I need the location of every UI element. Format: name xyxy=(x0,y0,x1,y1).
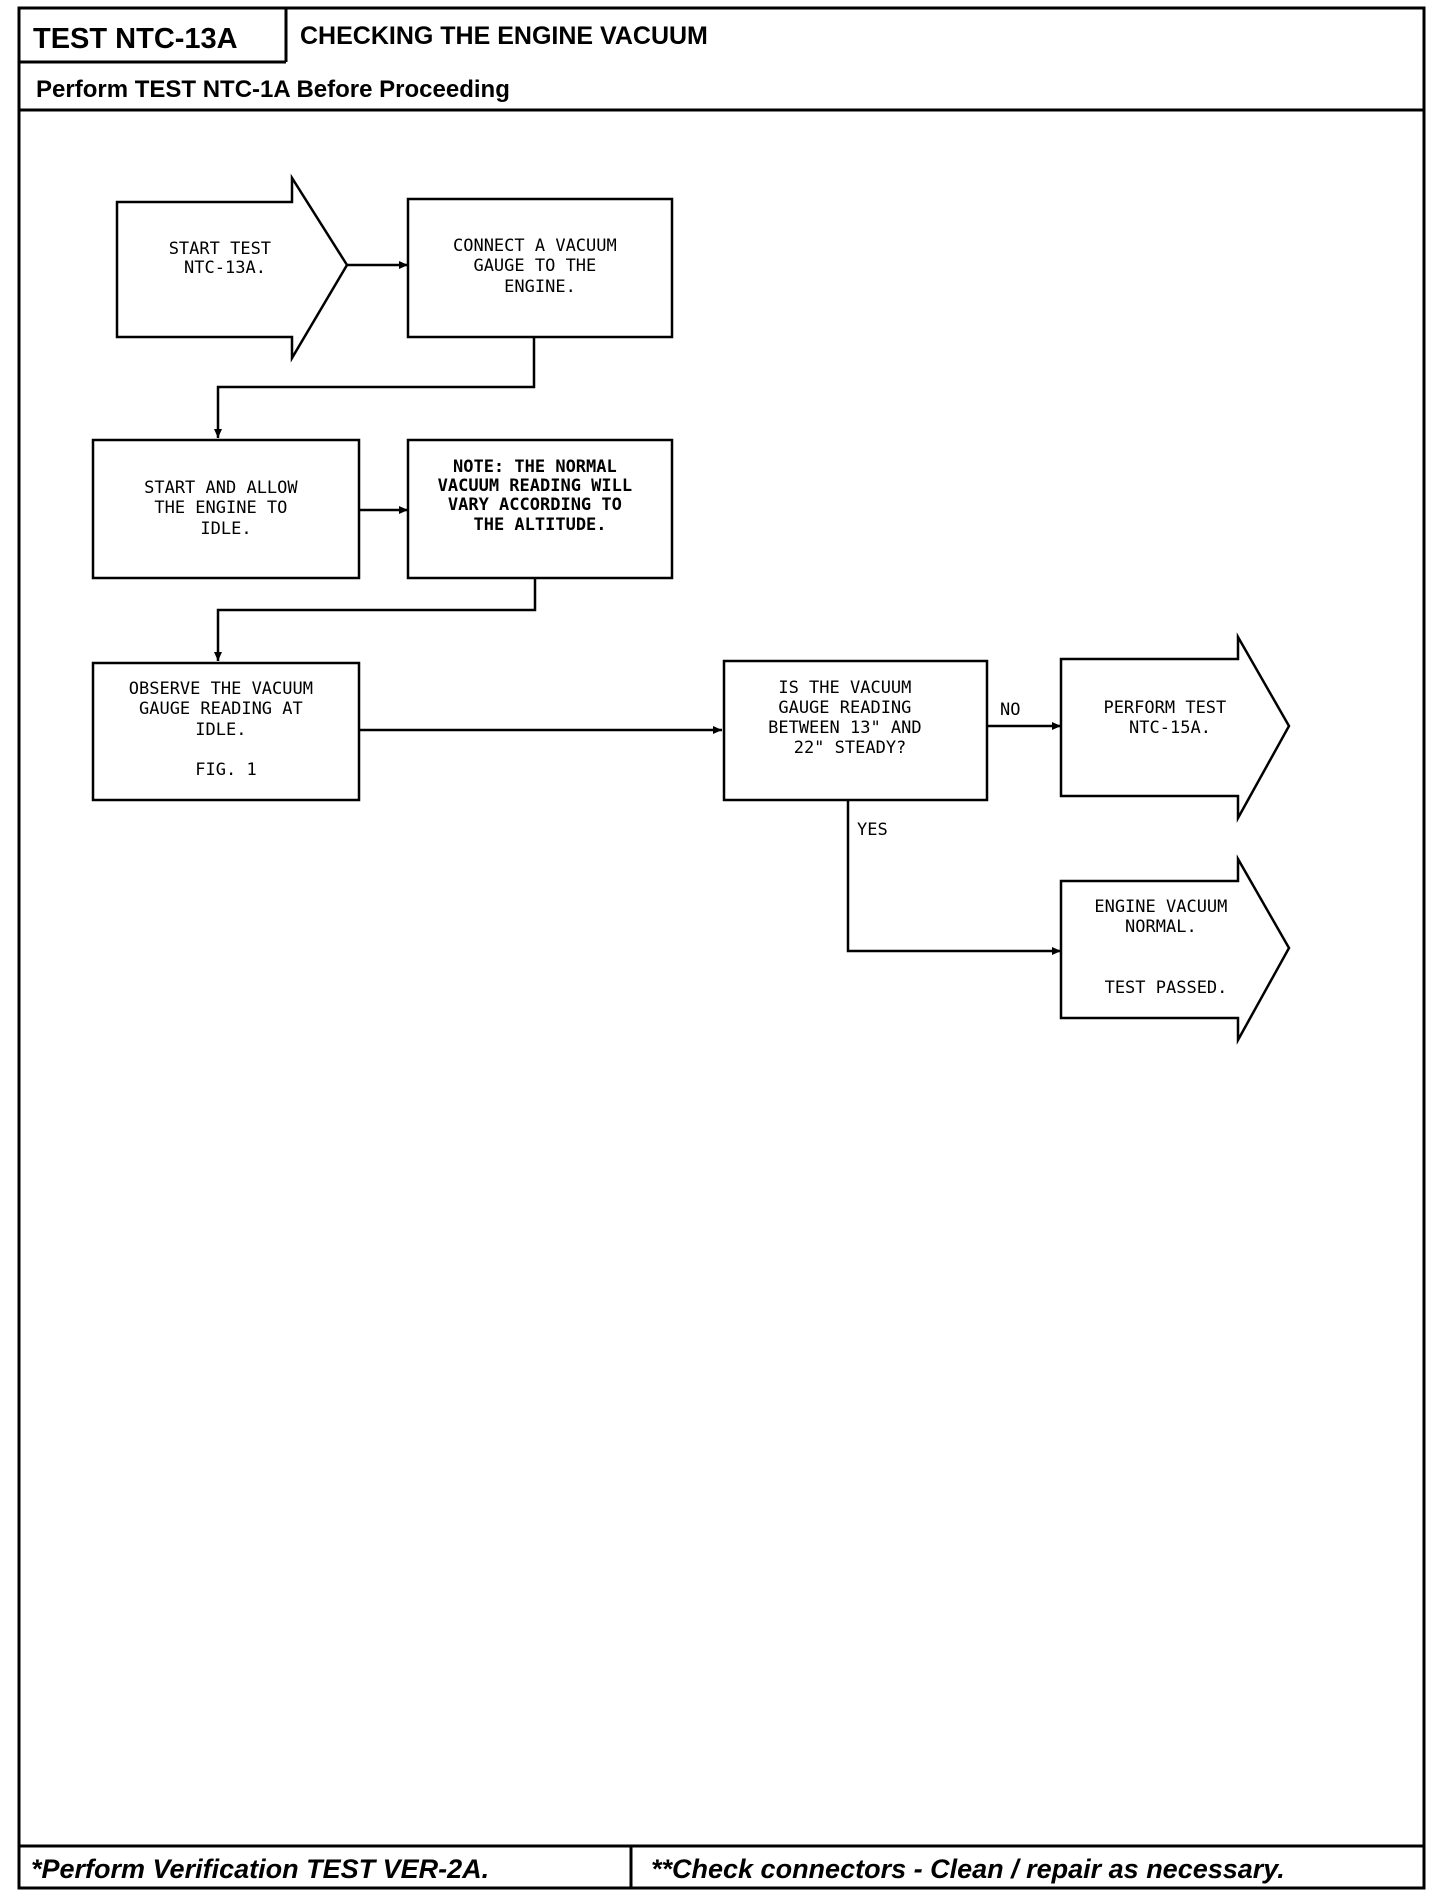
idle-box xyxy=(91,438,361,580)
idle-line-2: THE ENGINE TO xyxy=(154,498,287,518)
vacuum-question-node: IS THE VACUUM GAUGE READING BETWEEN 13" … xyxy=(722,659,989,802)
observe-line-1: OBSERVE THE VACUUM xyxy=(129,679,313,699)
note-line-3: VARY ACCORDING TO xyxy=(448,495,622,515)
test-id: TEST NTC-13A xyxy=(33,23,238,55)
observe-line-3: IDLE. xyxy=(195,720,246,740)
svg-text:START TEST NTC-13A.: START TEST NTC-13A. xyxy=(169,239,282,278)
connect-line-1: CONNECT A VACUUM xyxy=(453,236,617,256)
edge-question-normal xyxy=(846,800,1061,955)
question-line-2: GAUGE READING xyxy=(778,698,911,718)
edge-label-yes: YES xyxy=(857,820,888,840)
edge-note-observe xyxy=(214,578,537,661)
altitude-note-node: NOTE: THE NORMAL VACUUM READING WILL VAR… xyxy=(406,438,674,580)
footer: *Perform Verification TEST VER-2A. **Che… xyxy=(19,1844,1424,1888)
perform-arrow-shape xyxy=(1059,632,1291,823)
note-line-2: VACUUM READING WILL xyxy=(438,476,632,496)
normal-line-2: NORMAL. xyxy=(1125,917,1197,937)
svg-text:IS THE VACUUM GAUGE READ: IS THE VACUUM GAUGE READING BETWEEN 13" … xyxy=(768,678,932,758)
note-box xyxy=(406,438,674,580)
perform-line-2: NTC-15A. xyxy=(1129,718,1211,738)
idle-line-3: IDLE. xyxy=(200,519,251,539)
question-box xyxy=(722,659,989,802)
flow-connectors: NO YES xyxy=(214,261,1061,955)
observe-box xyxy=(91,661,361,802)
note-line-1: NOTE: THE NORMAL xyxy=(453,457,617,477)
start-line-2: NTC-13A. xyxy=(184,258,266,278)
start-line-1: START TEST xyxy=(169,239,271,259)
edge-connect-idle xyxy=(214,337,536,438)
page-frame xyxy=(17,6,1426,1890)
svg-text:OBSERVE THE VACUUM GAUGE: OBSERVE THE VACUUM GAUGE READING AT IDLE… xyxy=(129,679,323,780)
observe-reading-node: OBSERVE THE VACUUM GAUGE READING AT IDLE… xyxy=(91,661,361,802)
connect-line-3: ENGINE. xyxy=(504,277,576,297)
question-line-1: IS THE VACUUM xyxy=(778,678,911,698)
connect-gauge-node: CONNECT A VACUUM GAUGE TO THE ENGINE. xyxy=(406,197,674,339)
footer-verification-note: *Perform Verification TEST VER-2A. xyxy=(31,1854,489,1884)
idle-line-1: START AND ALLOW xyxy=(144,478,298,498)
start-arrow-shape xyxy=(115,173,349,363)
edge-label-no: NO xyxy=(1000,700,1020,720)
question-line-3: BETWEEN 13" AND xyxy=(768,718,922,738)
perform-line-1: PERFORM TEST xyxy=(1103,698,1226,718)
prerequisite-note: Perform TEST NTC-1A Before Proceeding xyxy=(36,76,510,103)
header: TEST NTC-13A CHECKING THE ENGINE VACUUM … xyxy=(19,8,1424,112)
svg-text:ENGINE VACUUM NORMAL.: ENGINE VACUUM NORMAL. TEST PASSED. xyxy=(1094,897,1237,998)
figure-reference: FIG. 1 xyxy=(195,760,256,780)
svg-text:START AND ALLOW THE ENGI: START AND ALLOW THE ENGINE TO IDLE. xyxy=(144,478,308,539)
page-title: CHECKING THE ENGINE VACUUM xyxy=(300,22,708,50)
question-line-4: 22" STEADY? xyxy=(794,738,907,758)
start-test-node: START TEST NTC-13A. xyxy=(115,173,349,363)
svg-text:NOTE: THE NORMAL VACUUM: NOTE: THE NORMAL VACUUM READING WILL VAR… xyxy=(438,457,643,535)
svg-text:PERFORM TEST NTC-15A.: PERFORM TEST NTC-15A. xyxy=(1103,698,1236,738)
connect-line-2: GAUGE TO THE xyxy=(473,256,596,276)
normal-line-1: ENGINE VACUUM xyxy=(1094,897,1227,917)
connect-box xyxy=(406,197,674,339)
footer-connector-note: **Check connectors - Clean / repair as n… xyxy=(651,1854,1285,1884)
vacuum-normal-node: ENGINE VACUUM NORMAL. TEST PASSED. xyxy=(1059,854,1291,1045)
observe-line-2: GAUGE READING AT xyxy=(139,699,303,719)
test-passed-label: TEST PASSED. xyxy=(1105,978,1228,998)
normal-arrow-shape xyxy=(1059,854,1291,1045)
start-idle-node: START AND ALLOW THE ENGINE TO IDLE. xyxy=(91,438,361,580)
svg-text:CONNECT A VACUUM GAUGE T: CONNECT A VACUUM GAUGE TO THE ENGINE. xyxy=(453,236,627,297)
note-line-4: THE ALTITUDE. xyxy=(473,515,606,535)
perform-ntc15a-node: PERFORM TEST NTC-15A. xyxy=(1059,632,1291,823)
